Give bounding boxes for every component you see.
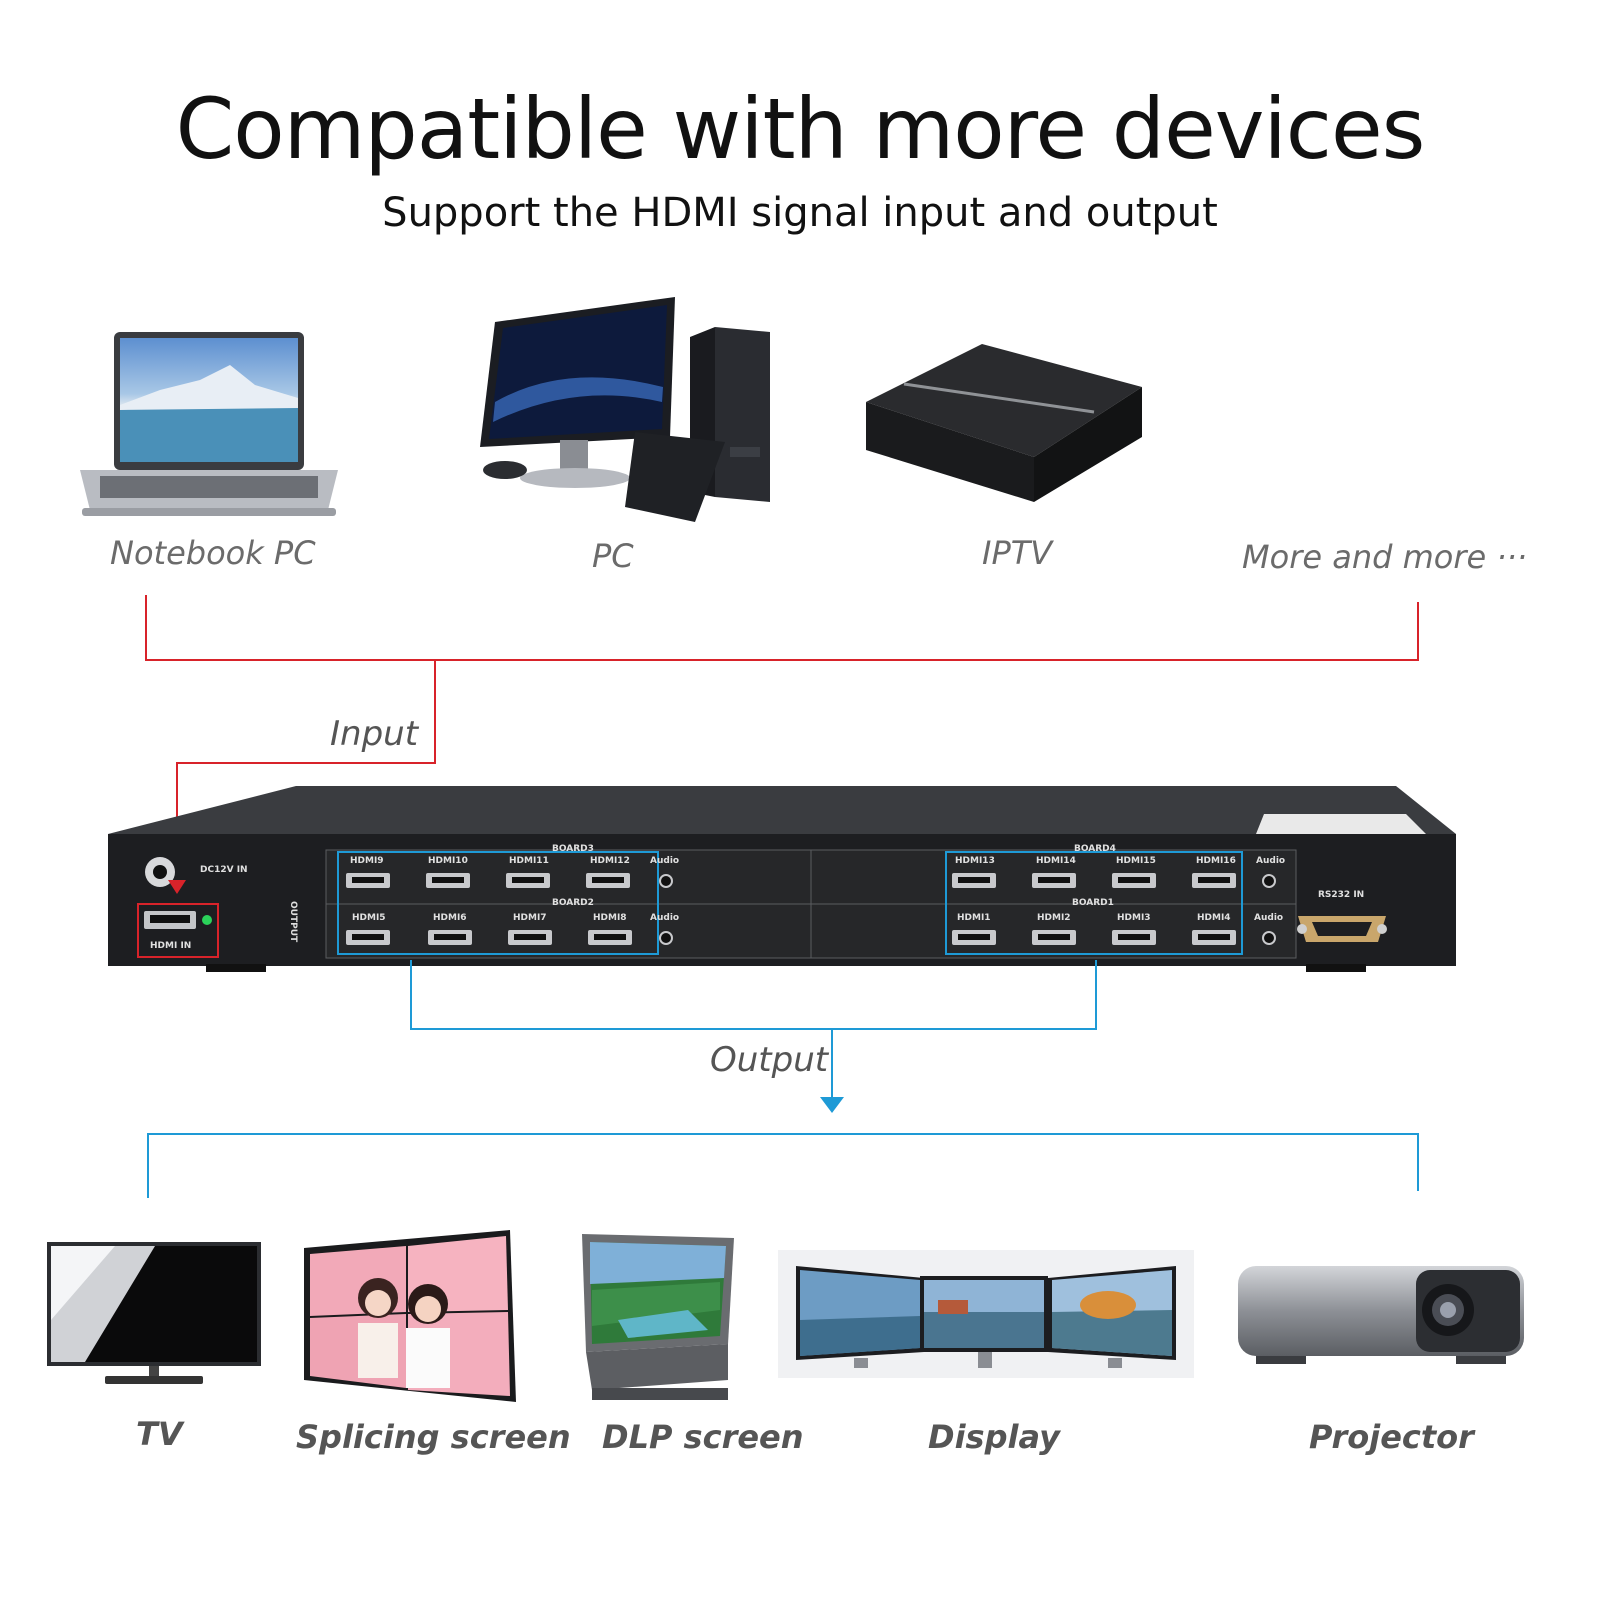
board4-label: BOARD4 [1074, 844, 1116, 854]
input-flow-label: Input [330, 714, 419, 754]
input-line-right-drop [1417, 602, 1419, 661]
laptop-icon [80, 330, 338, 520]
board3-label: BOARD3 [552, 844, 594, 854]
output-line-right-drop [1095, 960, 1097, 1030]
input-label-more: More and more ··· [1242, 538, 1527, 576]
dc-power-label: DC12V IN [200, 865, 248, 875]
output-side-label: OUTPUT [288, 901, 298, 943]
hdmi-port-label: HDMI1 [957, 913, 991, 923]
audio-label: Audio [650, 856, 680, 866]
output-line-left-drop [410, 960, 412, 1030]
desktop-pc-icon [475, 292, 775, 527]
output-line-left-end [147, 1133, 149, 1198]
output-line-right-end [1417, 1133, 1419, 1191]
hdmi-port-label: HDMI10 [428, 856, 468, 866]
hdmi-port-label: HDMI12 [590, 856, 630, 866]
hdmi-port-label: HDMI2 [1037, 913, 1071, 923]
hdmi-port-label: HDMI5 [352, 913, 386, 923]
hdmi-in-label: HDMI IN [150, 941, 192, 951]
page-title: Compatible with more devices [175, 80, 1426, 178]
audio-label: Audio [1256, 856, 1286, 866]
audio-label: Audio [650, 913, 680, 923]
input-label-pc: PC [592, 537, 634, 575]
board2-label: BOARD2 [552, 898, 594, 908]
hdmi-port-label: HDMI13 [955, 856, 995, 866]
output-label-display: Display [928, 1418, 1060, 1456]
dlp-screen-icon [578, 1230, 738, 1402]
set-top-box-icon [864, 309, 1144, 504]
page-subtitle: Support the HDMI signal input and output [382, 190, 1218, 236]
output-line-horizontal [147, 1133, 1419, 1135]
video-wall-icon [300, 1228, 518, 1404]
output-label-tv: TV [136, 1415, 183, 1453]
output-line-center-drop [831, 1028, 833, 1100]
output-flow-label: Output [710, 1040, 829, 1080]
matrix-switcher-rear-panel [106, 784, 1464, 974]
output-arrowhead-icon [820, 1097, 844, 1113]
hdmi-port-label: HDMI3 [1117, 913, 1151, 923]
hdmi-port-label: HDMI16 [1196, 856, 1236, 866]
output-label-splicing-screen: Splicing screen [296, 1418, 571, 1456]
input-label-iptv: IPTV [982, 534, 1053, 572]
board1-label: BOARD1 [1072, 898, 1114, 908]
rs232-label: RS232 IN [1318, 890, 1365, 900]
hdmi-port-label: HDMI4 [1197, 913, 1231, 923]
hdmi-port-label: HDMI6 [433, 913, 467, 923]
hdmi-port-label: HDMI7 [513, 913, 547, 923]
hdmi-port-label: HDMI15 [1116, 856, 1156, 866]
audio-label: Audio [1254, 913, 1284, 923]
hdmi-port-label: HDMI11 [509, 856, 549, 866]
hdmi-port-label: HDMI14 [1036, 856, 1076, 866]
output-line-merge [410, 1028, 1097, 1030]
input-label-notebook-pc: Notebook PC [110, 534, 316, 572]
hdmi-port-label: HDMI9 [350, 856, 384, 866]
triple-monitor-icon [778, 1250, 1194, 1378]
input-line-bottom [176, 762, 436, 764]
output-label-projector: Projector [1309, 1418, 1474, 1456]
projector-icon [1236, 1260, 1526, 1366]
output-label-dlp-screen: DLP screen [602, 1418, 804, 1456]
hdmi-port-label: HDMI8 [593, 913, 627, 923]
input-arrowhead-icon [168, 880, 186, 894]
input-line-center-drop [434, 659, 436, 764]
tv-icon [45, 1240, 263, 1388]
input-line-left-drop [145, 595, 147, 661]
input-line-horizontal [145, 659, 1419, 661]
